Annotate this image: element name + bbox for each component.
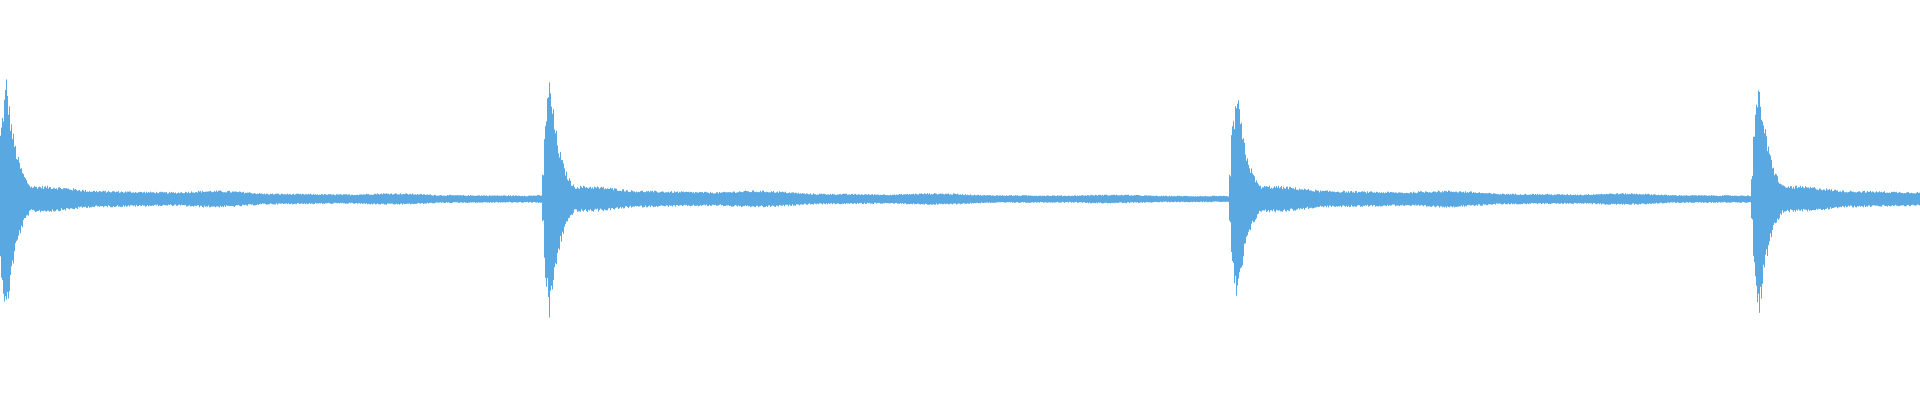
waveform-samples xyxy=(0,79,1920,318)
